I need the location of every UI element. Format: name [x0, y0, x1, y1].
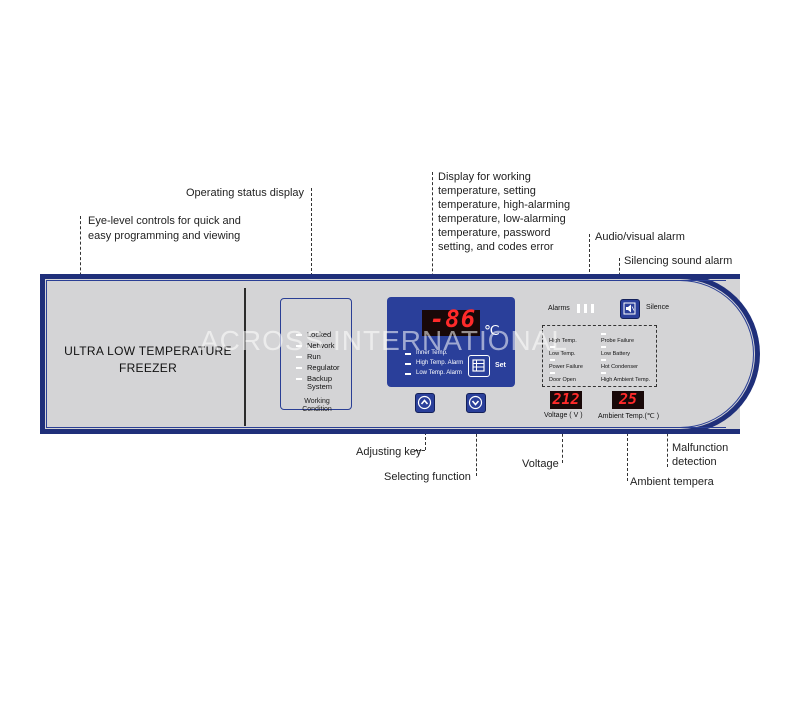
malf-led-probe: [601, 333, 606, 335]
callout-malfunction-line1: Malfunction: [672, 442, 729, 454]
control-panel-inner-border: [46, 280, 726, 428]
malfunction-box: [542, 325, 657, 387]
led-low-temp-alarm: [405, 373, 411, 375]
malf-led-high-temp: [550, 346, 555, 348]
callout-malfunction-line2: detection: [672, 456, 717, 468]
malf-led-battery: [601, 346, 606, 348]
callout-silencing: Silencing sound alarm: [624, 255, 733, 267]
alarm-led-2: [584, 304, 587, 313]
leader-adjusting-h: [415, 450, 425, 451]
down-button[interactable]: [466, 393, 486, 413]
alarm-led-1: [577, 304, 580, 313]
wc-led-run: [296, 356, 302, 358]
callout-display-line1: Display for working: [438, 171, 531, 183]
wc-item-regulator: Regulator: [307, 363, 340, 372]
led-high-temp-alarm: [405, 363, 411, 365]
set-button[interactable]: [468, 355, 490, 377]
alarm-led-3: [591, 304, 594, 313]
main-temperature-value: -86: [429, 305, 477, 333]
list-icon: [472, 359, 485, 372]
wc-footer-line2: Condition: [302, 406, 332, 413]
leader-operating-status: [311, 188, 312, 306]
wc-led-regulator: [296, 367, 302, 369]
ambient-label: Ambient Temp.(℃ ): [598, 413, 660, 420]
voltage-label: Voltage ( V ): [544, 412, 583, 419]
speaker-mute-icon: [623, 302, 636, 315]
ambient-lcd: [612, 391, 644, 409]
callout-operating-status: Operating status display: [186, 187, 305, 199]
indicator-low-temp-alarm: Low Temp. Alarm: [416, 370, 462, 376]
callout-display-line5: temperature, password: [438, 227, 551, 239]
malf-probe-failure: Probe Failure: [601, 338, 635, 344]
callout-selecting-function: Selecting function: [384, 471, 471, 483]
callout-voltage: Voltage: [522, 458, 559, 470]
leader-audio-visual: [589, 234, 590, 302]
wc-item-network: Network: [307, 341, 335, 350]
working-condition-box: [280, 298, 352, 410]
alarms-label: Alarms: [548, 305, 570, 312]
wc-led-locked: [296, 334, 302, 336]
set-label: Set: [495, 362, 506, 369]
malf-hot-condenser: Hot Condenser: [601, 364, 638, 370]
callout-display-line6: setting, and codes error: [438, 241, 554, 253]
callout-eye-level-line1: Eye-level controls for quick and: [88, 215, 241, 227]
leader-eye-level: [80, 216, 81, 296]
chevron-down-icon: [468, 395, 483, 410]
malf-power-failure: Power Failure: [549, 364, 583, 370]
wc-led-backup: [296, 378, 302, 380]
main-temperature-unit: ℃: [484, 322, 500, 338]
watermark: ACROSS INTERNATIONAL: [200, 325, 568, 356]
callout-display-line4: temperature, low-alarming: [438, 213, 566, 225]
panel-title-line1: ULTRA LOW TEMPERATURE: [64, 344, 232, 358]
chevron-up-icon: [417, 395, 432, 410]
voltage-value: 212: [552, 390, 580, 408]
wc-led-network: [296, 345, 302, 347]
malf-led-power-failure: [550, 372, 555, 374]
callout-adjusting-key: Adjusting key: [356, 446, 422, 458]
malf-high-ambient: High Ambient Temp.: [601, 377, 651, 383]
callout-ambient: Ambient tempera: [630, 476, 714, 488]
malf-led-low-temp: [550, 359, 555, 361]
control-panel-inner-border-end: [600, 280, 754, 428]
ambient-value: 25: [618, 390, 638, 408]
indicator-inner-temp: Inner Temp.: [416, 350, 448, 356]
led-inner-temp: [405, 353, 411, 355]
voltage-lcd: [550, 391, 582, 409]
panel-divider: [244, 288, 246, 426]
silence-label: Silence: [646, 304, 669, 311]
malf-low-temp: Low Temp.: [549, 351, 576, 357]
leader-voltage: [562, 418, 563, 463]
silence-button[interactable]: [620, 299, 640, 319]
leader-display: [432, 172, 433, 312]
callout-audio-visual: Audio/visual alarm: [595, 231, 685, 243]
callout-display-line3: temperature, high-alarming: [438, 199, 571, 211]
malf-door-open: Door Open: [549, 377, 576, 383]
main-temperature-lcd: [422, 310, 480, 336]
indicator-high-temp-alarm: High Temp. Alarm: [416, 360, 464, 366]
malf-high-temp: High Temp.: [549, 338, 577, 344]
leader-ambient: [627, 418, 628, 481]
wc-item-backup: Backup System: [307, 374, 333, 391]
callout-display-line2: temperature, setting: [438, 185, 536, 197]
malf-low-battery: Low Battery: [601, 351, 631, 357]
callout-eye-level-line2: easy programming and viewing: [88, 230, 241, 242]
malf-led-condenser: [601, 359, 606, 361]
malf-led-ambient: [601, 372, 606, 374]
wc-item-locked: Locked: [307, 330, 332, 339]
panel-title-line2: FREEZER: [118, 361, 178, 375]
wc-item-run: Run: [307, 352, 321, 361]
wc-footer-line1: Working: [304, 398, 330, 405]
up-button[interactable]: [415, 393, 435, 413]
